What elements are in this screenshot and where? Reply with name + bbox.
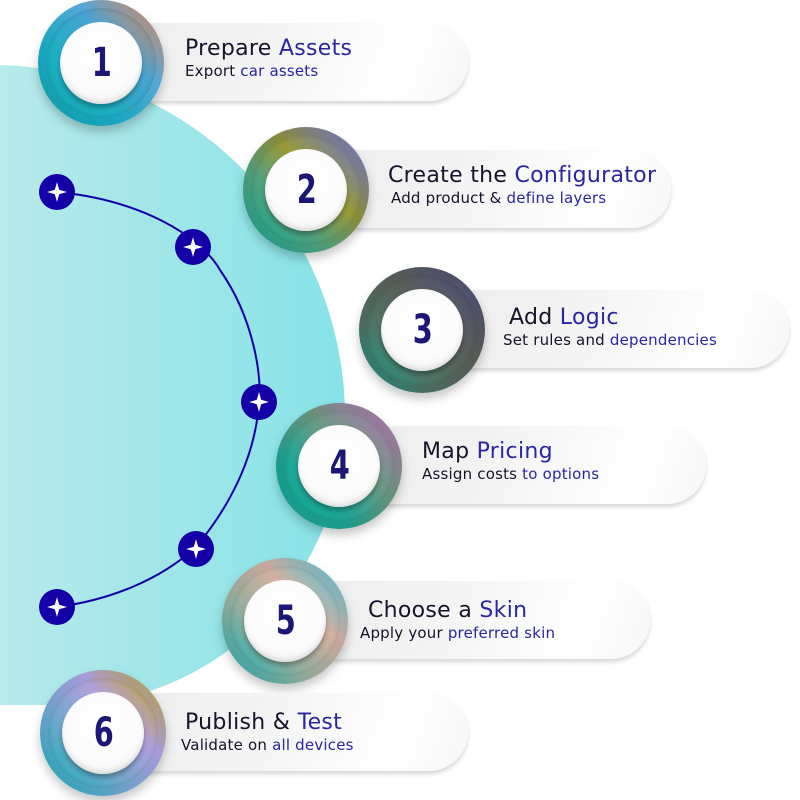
step-6: 6 Publish & Test Validate on all devices [40,670,468,796]
step-number-badge: 2 [243,127,369,253]
timeline-node [175,229,211,265]
step-number: 5 [275,598,295,644]
step-number-badge: 6 [40,670,166,796]
timeline-node [241,384,277,420]
sparkle-icon [47,597,67,617]
step-subtitle: Assign costs to options [422,465,600,483]
sparkle-icon [249,392,269,412]
step-text: Prepare Assets Export car assets [185,36,352,80]
step-number-badge: 4 [276,403,402,529]
sparkle-icon [186,539,206,559]
step-title: Choose a Skin [368,598,528,623]
step-4: 4 Map Pricing Assign costs to options [276,403,706,529]
step-subtitle: Set rules and dependencies [503,331,717,349]
step-text: Add Logic Set rules and dependencies [503,305,717,349]
step-number-badge: 1 [38,0,164,126]
sparkle-icon [47,182,67,202]
step-title: Create the Configurator [388,163,657,188]
step-number: 3 [412,307,432,353]
step-text: Publish & Test Validate on all devices [181,710,354,754]
step-3: 3 Add Logic Set rules and dependencies [359,267,789,393]
step-5: 5 Choose a Skin Apply your preferred ski… [222,558,650,684]
step-subtitle: Export car assets [185,62,319,80]
step-number: 1 [91,40,111,86]
step-subtitle: Apply your preferred skin [360,624,556,642]
step-2: 2 Create the Configurator Add product & … [243,127,671,253]
step-number: 4 [329,443,349,489]
step-subtitle: Validate on all devices [181,736,354,754]
step-text: Map Pricing Assign costs to options [422,439,599,483]
step-1: 1 Prepare Assets Export car assets [38,0,468,126]
step-title: Map Pricing [422,439,553,464]
step-title: Publish & Test [185,710,343,735]
sparkle-icon [183,237,203,257]
step-number: 2 [296,167,316,213]
timeline-node [39,174,75,210]
step-subtitle: Add product & define layers [391,189,607,207]
step-text: Create the Configurator Add product & de… [388,163,656,207]
step-number: 6 [93,710,113,756]
step-number-badge: 3 [359,267,485,393]
step-text: Choose a Skin Apply your preferred skin [360,598,555,642]
step-title: Add Logic [509,305,619,330]
timeline-node [178,531,214,567]
step-title: Prepare Assets [185,36,353,61]
step-number-badge: 5 [222,558,348,684]
timeline-node [39,589,75,625]
